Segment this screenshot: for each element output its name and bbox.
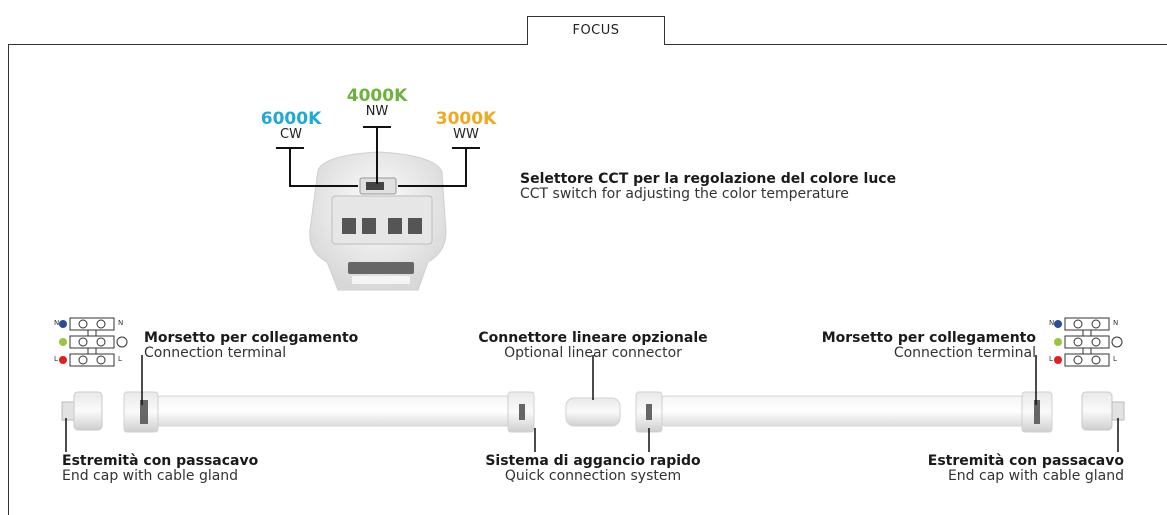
cct-cw-kelvin: 6000K [260, 109, 322, 129]
cct-cw-code: CW [280, 127, 302, 142]
cct-ww-kelvin: 3000K [435, 109, 497, 129]
wire-n-left-out: N [118, 319, 124, 327]
cct-ww-code: WW [453, 127, 479, 142]
cct-selector-subtitle: CCT switch for adjusting the color tempe… [520, 186, 849, 202]
quick-connect-title: Sistema di aggancio rapido [485, 453, 701, 469]
wire-n-right-out: N [1113, 319, 1119, 327]
linear-connector-label: Connettore lineare opzionale Optional li… [468, 331, 718, 361]
cct-leader-lines [276, 126, 480, 187]
terminal-left-title: Morsetto per collegamento [144, 330, 359, 346]
cct-selector-label: Selettore CCT per la regolazione del col… [520, 172, 896, 202]
cct-ww-label: 3000K WW [431, 110, 501, 142]
terminal-left-label: Morsetto per collegamento Connection ter… [144, 331, 358, 361]
quick-connect-right [635, 391, 663, 433]
wire-n-right: N [1049, 319, 1055, 327]
endcap-left-label: Estremità con passacavo End cap with cab… [62, 454, 258, 484]
endcap-right-label: Estremità con passacavo End cap with cab… [880, 454, 1124, 484]
terminal-right-title: Morsetto per collegamento [821, 330, 1036, 346]
endcap-right-subtitle: End cap with cable gland [947, 468, 1124, 484]
quick-connect-label: Sistema di aggancio rapido Quick connect… [468, 454, 718, 484]
cct-nw-label: 4000K NW [342, 87, 412, 119]
left-tube [154, 395, 516, 427]
linear-connector-title: Connettore lineare opzionale [478, 330, 708, 346]
linear-connector-subtitle: Optional linear connector [504, 345, 682, 361]
wire-l-left-out: L [118, 355, 122, 363]
endcap-right-title: Estremità con passacavo [927, 453, 1124, 469]
focus-tab: FOCUS [527, 16, 665, 45]
left-terminal-block [123, 391, 159, 433]
terminal-left-subtitle: Connection terminal [144, 345, 287, 361]
right-terminal-block [1021, 391, 1053, 433]
endcap-left-title: Estremità con passacavo [62, 453, 259, 469]
cct-selector-title: Selettore CCT per la regolazione del col… [520, 171, 897, 187]
part-leader-lines [65, 355, 1119, 452]
cct-cw-label: 6000K CW [256, 110, 326, 142]
wire-l-left: L [54, 355, 58, 363]
linear-connector-part [565, 397, 621, 427]
cct-nw-kelvin: 4000K [346, 86, 408, 106]
right-tube [659, 395, 1026, 427]
wire-l-right: L [1049, 355, 1053, 363]
right-end-cap [1081, 391, 1125, 431]
wire-n-left: N [54, 319, 60, 327]
product-illustration [59, 126, 1125, 452]
endcap-left-subtitle: End cap with cable gland [62, 468, 239, 484]
quick-connect-left [507, 391, 535, 433]
wiring-diagram-right [1054, 317, 1123, 367]
terminal-right-label: Morsetto per collegamento Connection ter… [780, 331, 1036, 361]
wiring-diagram-left [59, 317, 128, 367]
wire-l-right-out: L [1113, 355, 1117, 363]
quick-connect-subtitle: Quick connection system [504, 468, 682, 484]
terminal-right-subtitle: Connection terminal [893, 345, 1036, 361]
cct-nw-code: NW [365, 104, 389, 119]
left-end-cap [61, 391, 103, 431]
